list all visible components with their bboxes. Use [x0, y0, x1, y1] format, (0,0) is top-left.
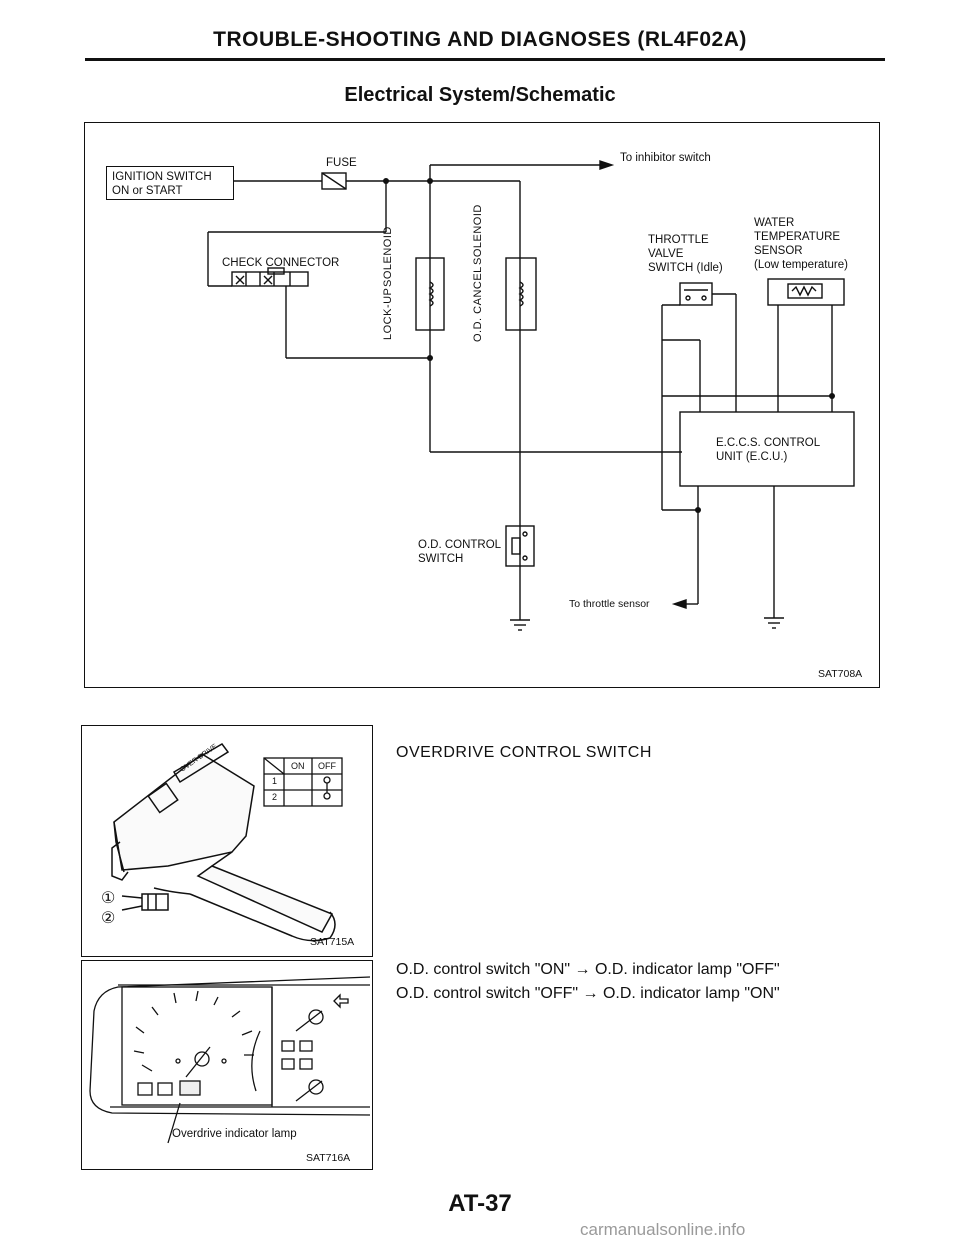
water-line3: SENSOR [754, 245, 803, 257]
lamp-caption: Overdrive indicator lamp [172, 1128, 297, 1140]
throttle-line3: SWITCH (Idle) [648, 262, 723, 274]
table-off-header: OFF [318, 761, 336, 771]
throttle-line2: VALVE [648, 248, 684, 260]
water-line1: WATER [754, 217, 795, 229]
water-line2: TEMPERATURE [754, 231, 841, 243]
lockup-line1: LOCK-UP [382, 287, 394, 340]
instrument-cluster-illustration [89, 976, 371, 1144]
od-switch-illustration: OVER DRIVE [111, 743, 343, 942]
fuse-label: FUSE [326, 157, 357, 169]
lamp-figure-frame [81, 960, 373, 1170]
eccs-line1: E.C.C.S. CONTROL [716, 437, 821, 449]
table-on-header: ON [291, 761, 305, 771]
to-throttle-sensor-label: To throttle sensor [569, 598, 650, 610]
section-title: OVERDRIVE CONTROL SWITCH [396, 744, 652, 761]
water-line4: (Low temperature) [754, 259, 848, 271]
eccs-line2: UNIT (E.C.U.) [716, 451, 788, 463]
page-subtitle: Electrical System/Schematic [344, 84, 616, 106]
page-number: AT-37 [448, 1190, 512, 1217]
section-line-2: O.D. control switch "OFF" → O.D. indicat… [396, 985, 780, 1002]
od-switch-line2: SWITCH [418, 553, 464, 565]
ignition-switch-box [106, 166, 234, 200]
callout-2: ② [101, 910, 116, 927]
schematic-code: SAT708A [818, 668, 863, 680]
od-cancel-line1: O.D. CANCEL [472, 266, 484, 342]
switch-figure-frame [81, 725, 373, 957]
throttle-line1: THROTTLE [648, 234, 709, 246]
page-header-title: TROUBLE-SHOOTING AND DIAGNOSES (RL4F02A) [213, 28, 747, 51]
header-rule [85, 58, 885, 61]
od-cancel-line2: SOLENOID [472, 204, 484, 266]
to-inhibitor-label: To inhibitor switch [620, 152, 711, 164]
check-connector-label: CHECK CONNECTOR [222, 257, 340, 269]
table-row2-label: 2 [272, 792, 278, 802]
ignition-state-label: ON or START [112, 185, 183, 197]
od-cancel-solenoid-label: O.D. CANCEL SOLENOID [472, 204, 484, 342]
switch-figure-code: SAT715A [310, 936, 355, 948]
lamp-figure-code: SAT716A [306, 1152, 351, 1164]
od-switch-line1: O.D. CONTROL [418, 539, 502, 551]
lockup-solenoid-label: LOCK-UP SOLENOID [382, 226, 394, 340]
lockup-line2: SOLENOID [382, 225, 394, 287]
table-row1-label: 1 [272, 776, 278, 786]
schematic-frame [84, 122, 880, 688]
section-line-1: O.D. control switch "ON" → O.D. indicato… [396, 961, 780, 978]
callout-1: ① [101, 890, 116, 907]
ignition-switch-label: IGNITION SWITCH [112, 171, 212, 183]
watermark: carmanualsonline.info [580, 1220, 746, 1239]
